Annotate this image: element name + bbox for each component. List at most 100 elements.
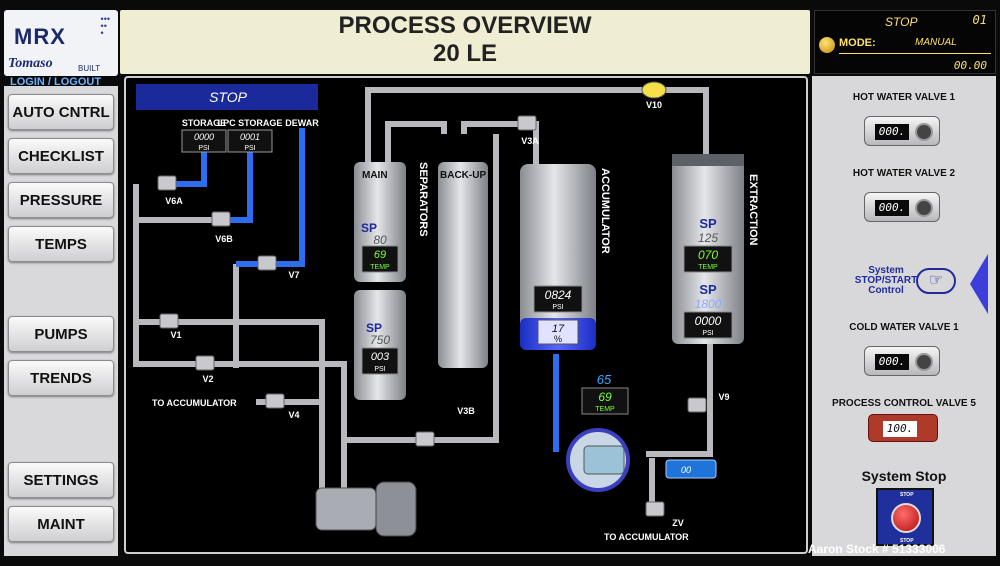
pumps-button[interactable]: PUMPS (8, 316, 114, 352)
extraction-temp-value: 070 (698, 248, 718, 262)
system-stop-label: System Stop (861, 468, 947, 484)
mode-indicator-icon (819, 37, 835, 53)
accumulator-psi-value: 0824 (545, 288, 572, 302)
valve-v6b[interactable] (211, 211, 231, 227)
login-logout-link[interactable]: LOGIN / LOGOUT (10, 76, 102, 88)
label-v2: V2 (202, 374, 213, 384)
estop-text-top: STOP (900, 492, 914, 498)
pipe-network (133, 87, 713, 510)
main-sp-label: SP (361, 221, 377, 235)
logo-built: BUILT (78, 64, 101, 73)
status-panel: STOP 01 MODE: MANUAL 00.00 (814, 10, 996, 74)
estop-text-bottom: STOP (900, 538, 914, 544)
extraction-sp2-value: 1800 (695, 297, 722, 311)
booster-pump-motor (375, 481, 417, 537)
pipe-extraction-out (646, 344, 713, 457)
extraction-temp-readout (683, 245, 733, 273)
maint-button[interactable]: MAINT (8, 506, 114, 542)
valve-v6a[interactable] (157, 175, 177, 191)
accumulator-temp-value: 69 (598, 390, 612, 404)
auto-control-button[interactable]: AUTO CNTRL (8, 94, 114, 130)
accumulator-psi-readout (533, 285, 583, 313)
process-control-valve-5-value: 100. (883, 421, 917, 437)
hot-water-valve-1[interactable]: 000. (864, 116, 940, 146)
trends-button[interactable]: TRENDS (8, 360, 114, 396)
mode-value: MANUAL (915, 37, 957, 48)
process-diagram-svg: STOP STORAGE 0000 PSI LPC STORAGE 0001 P… (133, 81, 759, 542)
accumulator-level-readout (537, 319, 579, 345)
cold-water-valve-1[interactable]: 000. (864, 346, 940, 376)
main-temp-unit: TEMP (370, 264, 390, 271)
pipe-left-loop (133, 184, 239, 367)
system-control-hand-icon[interactable]: ☞ (916, 268, 956, 294)
label-v9: V9 (718, 392, 729, 402)
pipe-top (365, 87, 709, 164)
valve-knob-icon (915, 123, 933, 141)
main-sp2-label: SP (366, 321, 382, 335)
storage-value: 0000 (194, 132, 214, 142)
system-control-line1: System (868, 265, 904, 276)
valve-v4[interactable] (265, 393, 285, 409)
main-sp-value: 80 (373, 233, 387, 247)
accumulator-temp-readout (581, 387, 629, 415)
booster-pump[interactable] (315, 487, 377, 531)
main-temp-value: 69 (374, 249, 386, 261)
hot-water-valve-2[interactable]: 000. (864, 192, 940, 222)
accumulator-temp-unit: TEMP (595, 406, 615, 413)
system-control-line3: Control (868, 285, 904, 296)
to-accumulator-label-left: TO ACCUMULATOR (152, 398, 237, 408)
pipe-accumulator-in (461, 121, 539, 178)
system-control-line2: STOP/START (854, 275, 918, 286)
valve-v7[interactable] (257, 255, 277, 271)
temps-button[interactable]: TEMPS (8, 226, 114, 262)
extraction-label: EXTRACTION (747, 174, 759, 246)
process-diagram: STOP STORAGE 0000 PSI LPC STORAGE 0001 P… (124, 76, 808, 554)
valve-knob-icon (915, 353, 933, 371)
lpc-storage-label: LPC STORAGE (218, 118, 283, 128)
separators-label: SEPARATORS (417, 162, 429, 237)
emergency-stop-button[interactable]: STOP STOP (876, 488, 934, 546)
valve-v3b[interactable] (415, 431, 435, 447)
backup-separator-vessel[interactable] (438, 162, 488, 368)
label-v1: V1 (170, 330, 181, 340)
settings-button[interactable]: SETTINGS (8, 462, 114, 498)
valve-v2[interactable] (195, 355, 215, 371)
status-divider (839, 53, 991, 54)
lpc-storage-readout (227, 129, 273, 153)
extraction-sp-label: SP (699, 216, 717, 231)
valve-v3a[interactable] (517, 115, 537, 131)
pressure-button[interactable]: PRESSURE (8, 182, 114, 218)
blue-pipe-storage (166, 152, 207, 187)
checklist-button[interactable]: CHECKLIST (8, 138, 114, 174)
accumulator-level-unit: % (554, 334, 562, 344)
pipe-separator-link (385, 121, 447, 164)
label-v3a: V3A (521, 136, 539, 146)
logo-tomaso: Tomaso (8, 56, 53, 71)
extraction-psi-readout (683, 311, 733, 339)
side-panel-tab[interactable] (970, 254, 988, 314)
status-state: STOP (885, 15, 918, 29)
stop-banner (136, 84, 318, 110)
lpc-storage-value: 0001 (240, 132, 260, 142)
to-accumulator-label-bottom: TO ACCUMULATOR (604, 532, 689, 542)
process-control-valve-5[interactable]: 100. (868, 414, 938, 442)
hot-water-valve-2-label: HOT WATER VALVE 2 (852, 168, 956, 179)
title-line-2: 20 LE (432, 40, 498, 67)
extraction-sp-value: 125 (698, 231, 718, 245)
label-v3b: V3B (457, 406, 475, 416)
accumulator-label: ACCUMULATOR (599, 168, 611, 254)
left-nav: AUTO CNTRL CHECKLIST PRESSURE TEMPS PUMP… (4, 86, 118, 556)
pump-speed-readout (665, 459, 717, 479)
main-sp2-value: 750 (370, 333, 390, 347)
extraction-psi-unit: PSI (702, 330, 713, 337)
label-v6a: V6A (165, 196, 183, 206)
extraction-vessel-cap (672, 154, 744, 166)
valve-v10[interactable] (641, 81, 667, 99)
blue-pipe-lpc (222, 152, 253, 223)
valve-v9[interactable] (687, 397, 707, 413)
main-psi-unit: PSI (374, 366, 385, 373)
estop-red-button-icon (891, 503, 921, 533)
valve-zv[interactable] (645, 501, 665, 517)
label-v10: V10 (646, 100, 662, 110)
valve-v1[interactable] (159, 313, 179, 329)
